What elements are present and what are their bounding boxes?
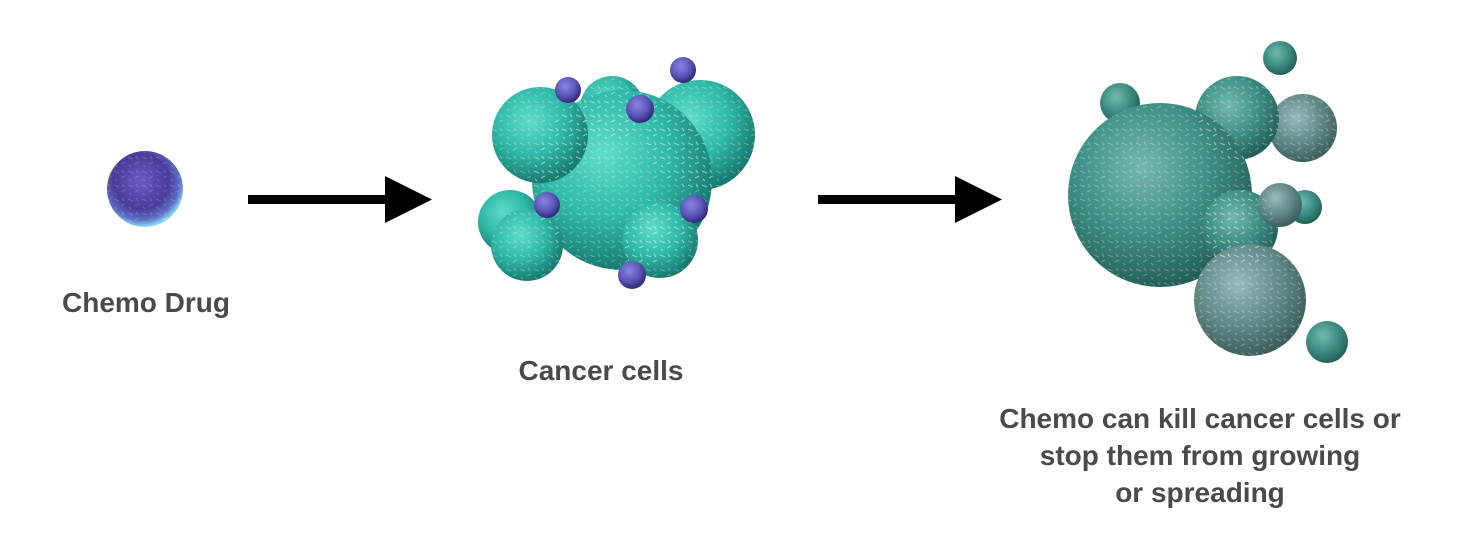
chemo-drug-cell	[107, 151, 183, 227]
arrow-right-icon	[818, 176, 1002, 223]
chemo-effect-line: stop them from growing	[1039, 440, 1361, 471]
chemo-effect-line: Chemo can kill cancer cells or	[999, 403, 1401, 434]
dying-cancer-cells	[1068, 41, 1348, 363]
chemo-drug-label: Chemo Drug	[62, 287, 230, 318]
arrow-right-icon	[248, 176, 432, 223]
cancer-cell-cluster	[478, 76, 755, 281]
drug-particles	[534, 57, 708, 289]
chemo-effect-label: Chemo can kill cancer cells or stop them…	[960, 400, 1440, 511]
cancer-cells-label: Cancer cells	[518, 355, 684, 386]
chemo-effect-line: or spreading	[1115, 477, 1285, 508]
